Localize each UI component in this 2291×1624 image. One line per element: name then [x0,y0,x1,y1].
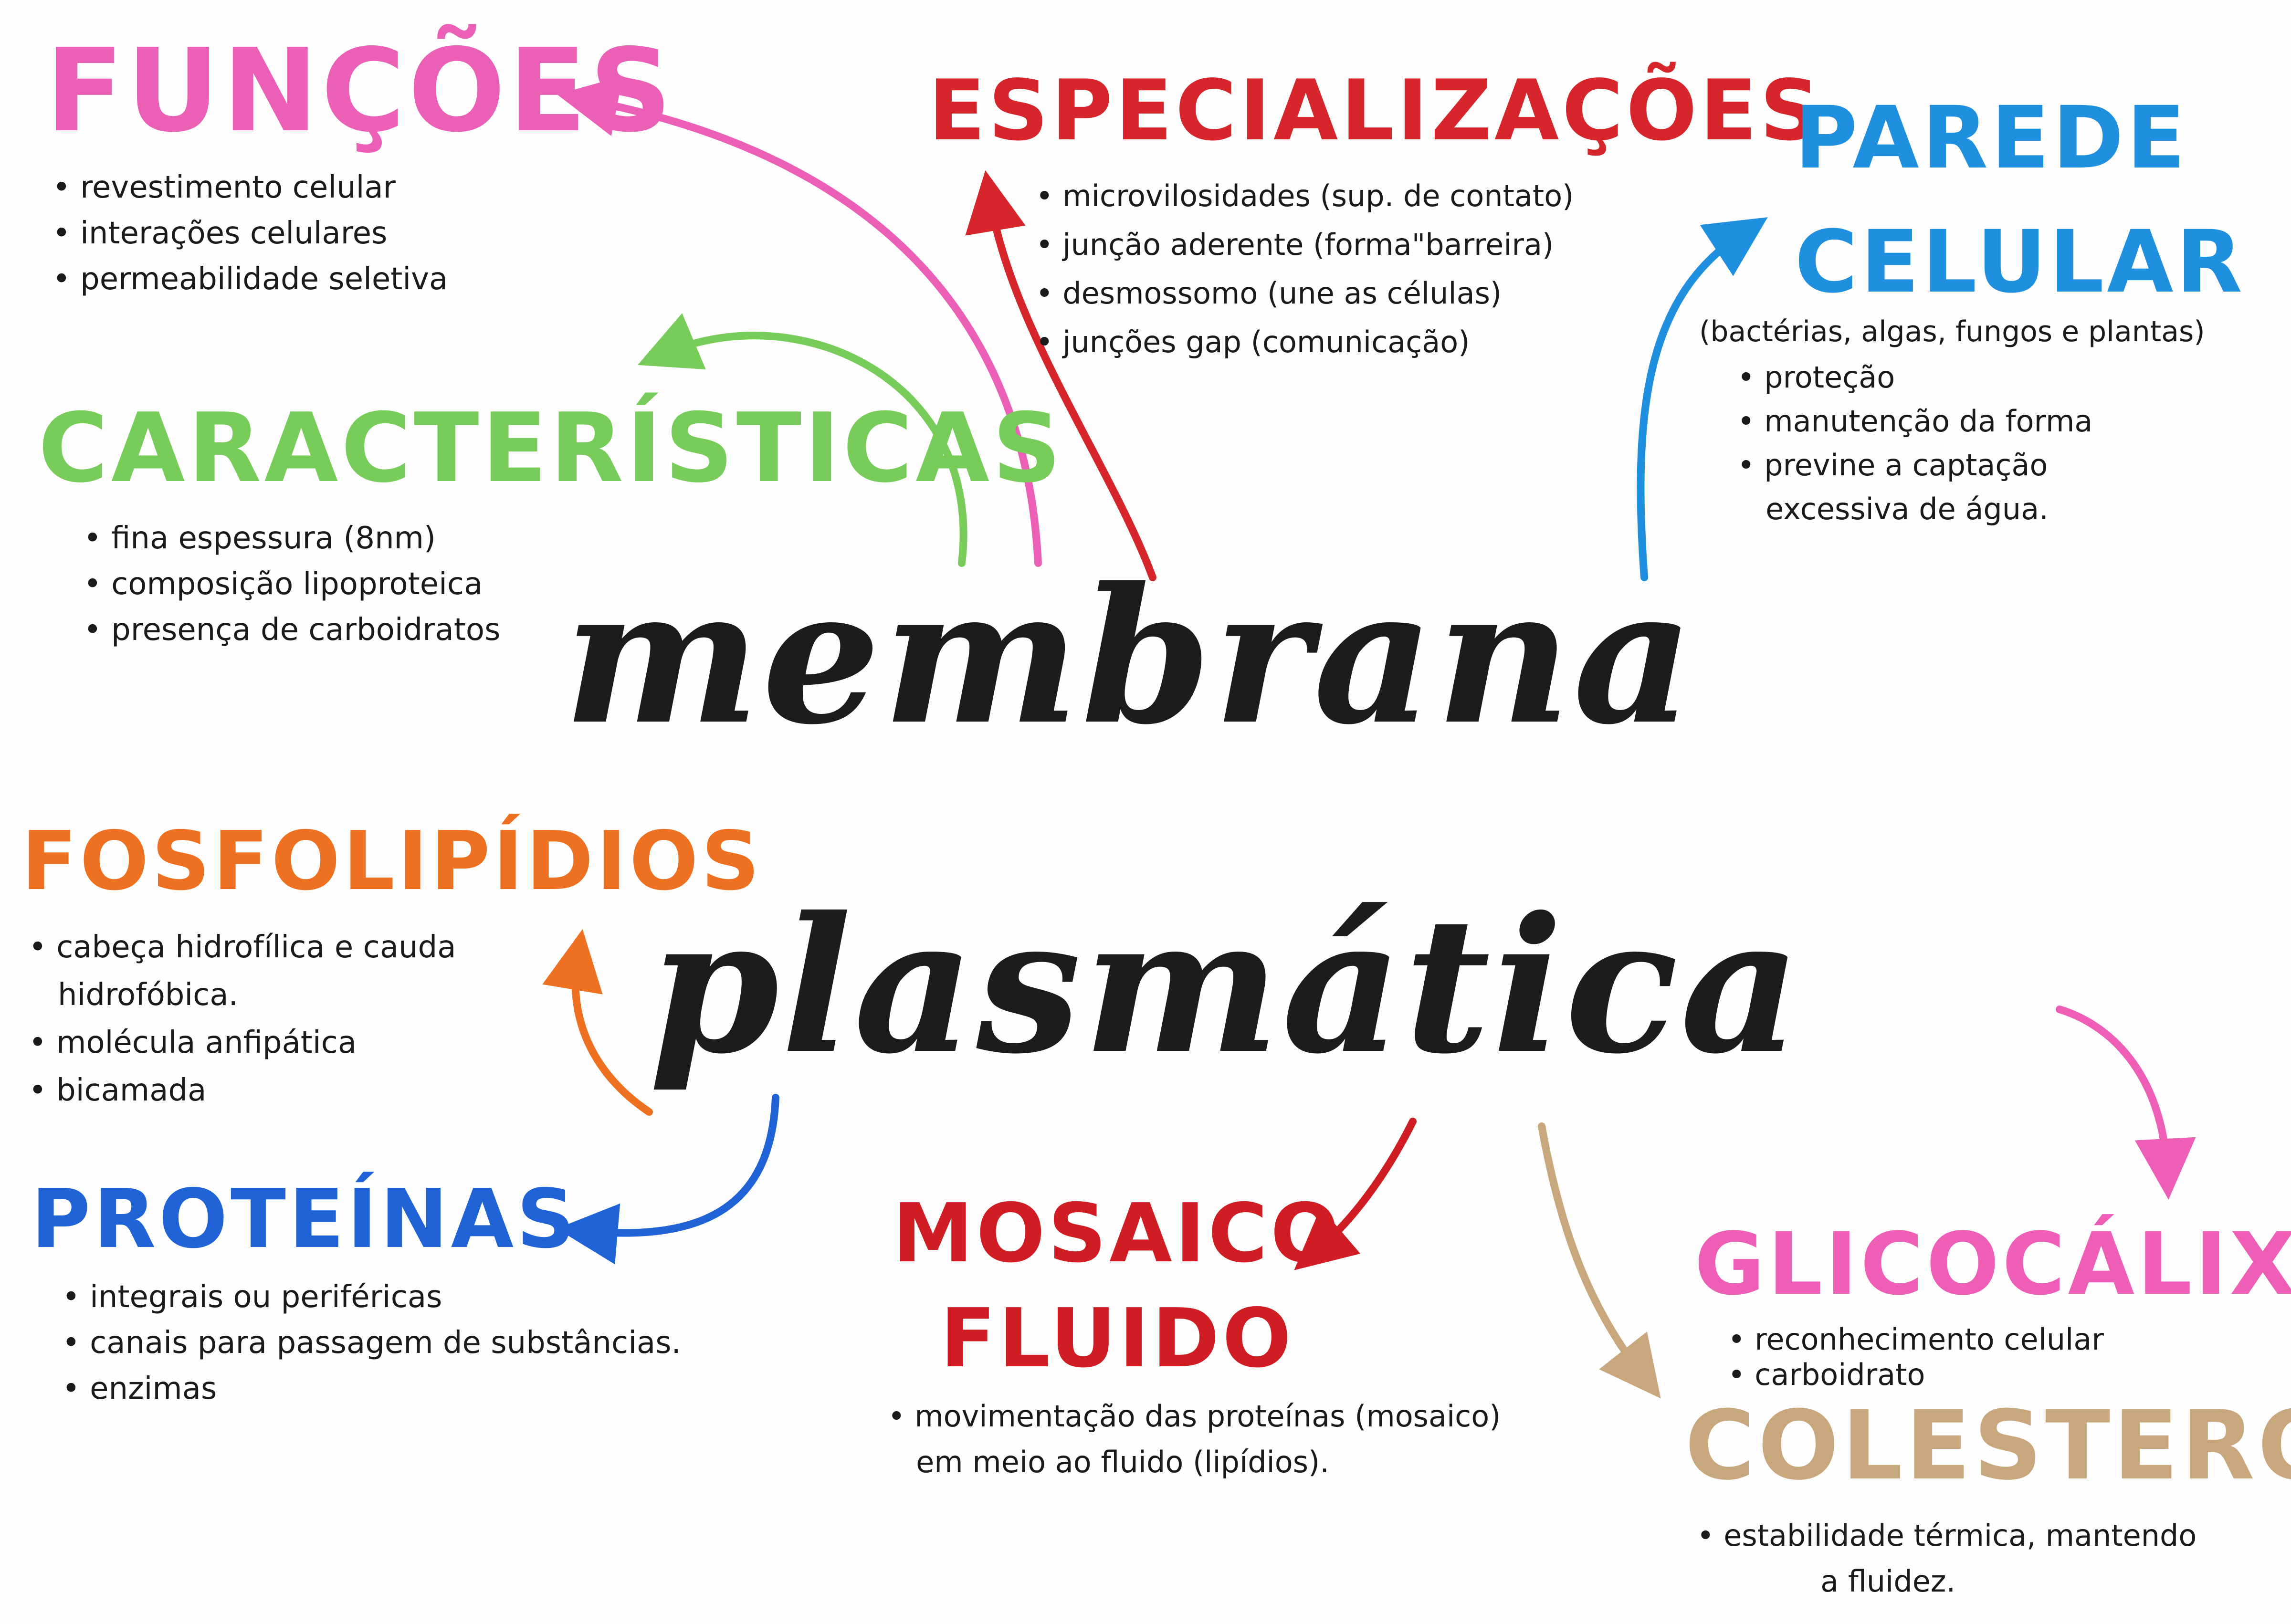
caracteristicas-list: fina espessura (8nm) composição lipoprot… [84,515,500,653]
list-item: revestimento celular [53,165,448,210]
parede-note: (bactérias, algas, fungos e plantas) [1699,315,2205,348]
list-item: interações celulares [53,210,448,256]
arrow-mosaico [1294,1118,1417,1270]
list-item: junções gap (comunicação) [1036,318,1574,367]
list-item: previne a captação [1737,443,2092,487]
mosaico-heading-line1: MOSAICO [893,1186,1343,1281]
glicocalix-list: reconhecimento celular carboidrato [1728,1322,2104,1393]
glicocalix-heading: GLICOCÁLIX [1694,1215,2291,1314]
proteinas-heading: PROTEÍNAS [31,1172,578,1267]
arrow-caracteristicas [637,313,967,567]
list-item: permeabilidade seletiva [53,256,448,302]
especializacoes-list: microvilosidades (sup. de contato) junçã… [1036,172,1574,367]
list-item-continuation: em meio ao fluido (lipídios). [916,1445,1329,1479]
fosfolipidios-heading: FOSFOLIPÍDIOS [21,814,763,909]
list-item: proteção [1737,356,2092,399]
list-item: integrais ou periféricas [62,1274,681,1320]
parede-heading-line1: PAREDE [1795,88,2188,188]
list-item: microvilosidades (sup. de contato) [1036,172,1574,220]
list-item: manutenção da forma [1737,399,2092,443]
arrow-especializacoes [965,170,1156,581]
mosaico-heading-line2: FLUIDO [940,1291,1294,1386]
list-item: cabeça hidrofílica e cauda [29,923,456,971]
list-item: canais para passagem de substâncias. [62,1320,681,1366]
arrow-proteinas [557,1094,779,1265]
arrow-parede [1637,217,1768,581]
list-item: molécula anfipática [29,1019,456,1067]
colesterol-list: estabilidade térmica, mantendo a fluidez… [1697,1513,2196,1604]
funcoes-list: revestimento celular interações celulare… [53,165,448,302]
main-title-line1: membrana [563,547,1696,765]
parede-list: proteção manutenção da forma previne a c… [1737,356,2092,531]
list-item-continuation: a fluidez. [1820,1564,1956,1599]
list-item: fina espessura (8nm) [84,515,500,561]
parede-heading-line2: CELULAR [1795,212,2246,312]
colesterol-heading: COLESTEROL [1685,1390,2291,1501]
mosaico-list: movimentação das proteínas (mosaico) em … [888,1393,1501,1485]
list-item: composição lipoproteica [84,561,500,607]
funcoes-heading: FUNÇÕES [45,24,675,157]
list-item-continuation: hidrofóbica. [58,977,238,1013]
list-item: reconhecimento celular [1728,1322,2104,1357]
list-item: movimentação das proteínas (mosaico) [888,1393,1501,1439]
list-item: estabilidade térmica, mantendo [1697,1513,2196,1559]
arrow-colesterol [1538,1122,1661,1399]
list-item: bicamada [29,1067,456,1114]
proteinas-list: integrais ou periféricas canais para pas… [62,1274,681,1412]
especializacoes-heading: ESPECIALIZAÇÕES [928,63,1823,159]
list-item: presença de carboidratos [84,607,500,653]
list-item: desmossomo (une as células) [1036,269,1574,318]
list-item: enzimas [62,1366,681,1412]
arrow-glicocalix [2056,1006,2196,1200]
fosfolipidios-list: cabeça hidrofílica e cauda hidrofóbica. … [29,923,456,1114]
list-item-continuation: excessiva de água. [1766,492,2049,526]
list-item: junção aderente (forma"barreira) [1036,220,1574,269]
main-title-line2: plasmática [649,876,1803,1095]
caracteristicas-heading: CARACTERÍSTICAS [38,393,1064,504]
arrow-funcoes [557,76,1042,567]
list-item: carboidrato [1728,1357,2104,1393]
arrow-fosfolipidios [542,929,653,1116]
